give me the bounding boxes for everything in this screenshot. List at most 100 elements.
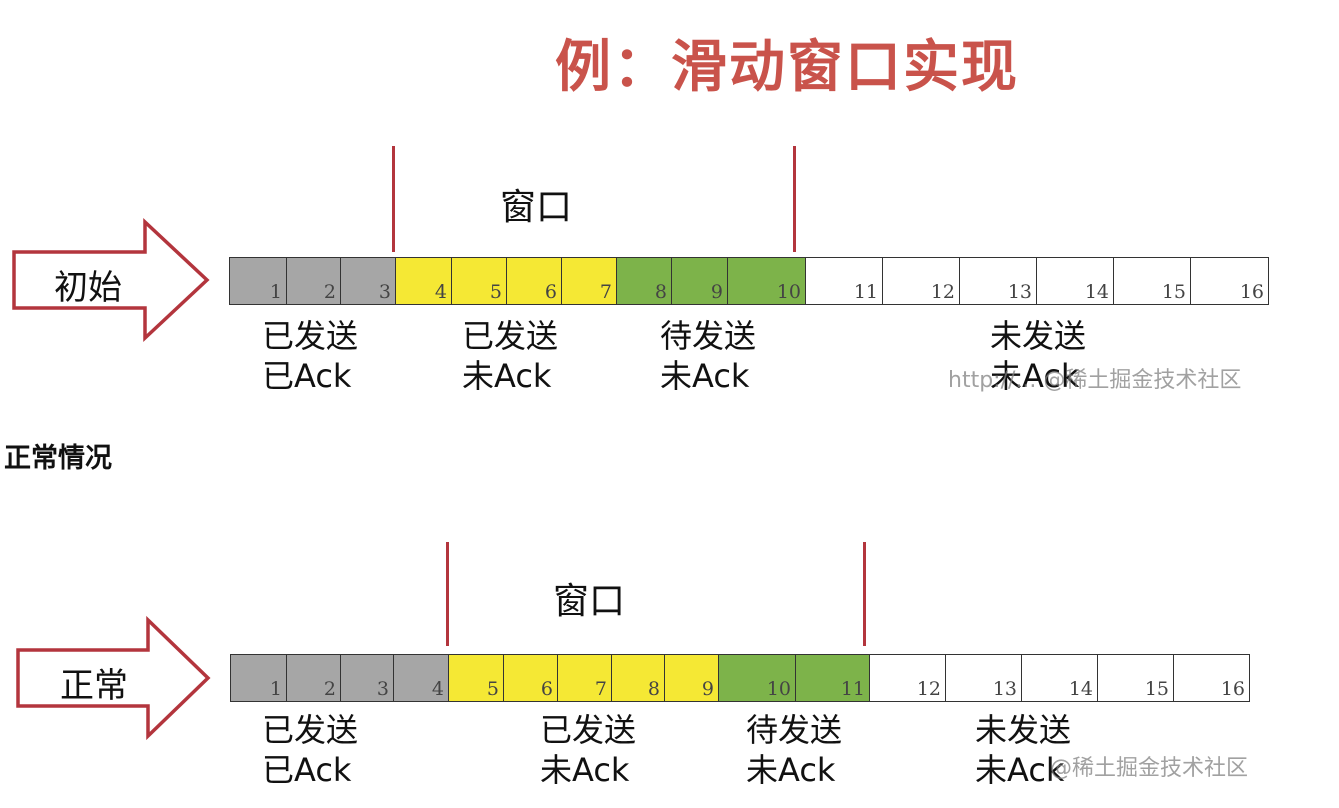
sequence-number: 6 (544, 281, 557, 303)
sequence-number: 13 (1007, 281, 1032, 303)
sequence-number: 12 (916, 678, 941, 700)
sequence-cell: 16 (1173, 654, 1250, 702)
sequence-cell: 7 (557, 654, 612, 702)
sequence-number: 5 (489, 281, 502, 303)
group-label-line2: 未Ack (746, 751, 836, 789)
window-label: 窗口 (553, 581, 626, 622)
group-label-line1: 已发送 (462, 317, 559, 355)
page-title: 例：滑动窗口实现 (555, 35, 1019, 100)
sequence-number: 7 (599, 281, 612, 303)
group-label-line2: 已Ack (262, 751, 352, 789)
sequence-number: 1 (269, 678, 282, 700)
sequence-cell: 3 (340, 654, 394, 702)
sequence-cell: 2 (286, 257, 341, 305)
group-label-line2: 未Ack (975, 751, 1065, 789)
sequence-number: 9 (710, 281, 723, 303)
sequence-number: 11 (853, 281, 878, 303)
sequence-number: 7 (594, 678, 607, 700)
group-label-line1: 未发送 (975, 711, 1072, 749)
group-label-not-sent: 未发送 未Ack (975, 710, 1071, 790)
sequence-cell: 5 (448, 654, 504, 702)
sequence-number: 3 (378, 281, 391, 303)
sequence-number: 10 (766, 678, 791, 700)
group-label-not-sent: 未发送 未Ack (990, 316, 1086, 396)
sequence-number: 13 (992, 678, 1017, 700)
sequence-cell: 7 (561, 257, 617, 305)
group-label-line1: 待发送 (746, 711, 843, 749)
right-arrow-icon (12, 217, 210, 343)
arrow-label: 初始 (54, 268, 122, 308)
sequence-number: 9 (701, 678, 714, 700)
group-label-line2: 未Ack (540, 751, 630, 789)
sequence-cell: 6 (506, 257, 562, 305)
sequence-cell: 5 (451, 257, 507, 305)
sequence-number: 1 (269, 281, 282, 303)
sequence-number: 15 (1144, 678, 1169, 700)
group-label-sent-unacked: 已发送 未Ack (540, 710, 636, 790)
group-label-sent-unacked: 已发送 未Ack (462, 316, 558, 396)
sequence-cell: 14 (1021, 654, 1098, 702)
sequence-cell: 10 (727, 257, 806, 305)
sequence-number: 2 (323, 281, 336, 303)
window-left-marker (392, 146, 395, 252)
group-label-line1: 未发送 (990, 317, 1087, 355)
sequence-cell: 13 (945, 654, 1022, 702)
sequence-number: 10 (776, 281, 801, 303)
sequence-cell: 4 (393, 654, 449, 702)
group-label-line2: 未Ack (660, 357, 750, 395)
group-label-line2: 已Ack (262, 357, 352, 395)
sequence-cell: 15 (1097, 654, 1174, 702)
window-label: 窗口 (500, 187, 573, 228)
sequence-number: 16 (1239, 281, 1264, 303)
sequence-number: 15 (1161, 281, 1186, 303)
group-label-line1: 待发送 (660, 317, 757, 355)
window-right-marker (793, 146, 796, 252)
group-label-sent-acked: 已发送 已Ack (262, 316, 358, 396)
sequence-cell: 4 (395, 257, 452, 305)
watermark: @稀土掘金技术社区 (1050, 756, 1249, 781)
arrow-label: 正常 (60, 666, 128, 706)
sequence-cell: 2 (286, 654, 341, 702)
group-label-line1: 已发送 (262, 711, 359, 749)
group-label-line1: 已发送 (262, 317, 359, 355)
window-left-marker (446, 542, 449, 646)
sequence-cell: 8 (611, 654, 665, 702)
section-heading: 正常情况 (4, 443, 112, 474)
sequence-cell: 9 (664, 654, 719, 702)
sequence-number: 3 (376, 678, 389, 700)
watermark: http://... @稀土掘金技术社区 (948, 368, 1242, 393)
sequence-cell: 10 (718, 654, 796, 702)
sequence-cell: 6 (503, 654, 558, 702)
right-arrow-icon (16, 615, 211, 741)
sequence-cell: 16 (1190, 257, 1269, 305)
sequence-cell: 15 (1113, 257, 1191, 305)
sequence-number: 11 (840, 678, 865, 700)
sequence-number: 16 (1220, 678, 1245, 700)
sequence-number: 6 (540, 678, 553, 700)
group-label-sent-acked: 已发送 已Ack (262, 710, 358, 790)
sequence-cell: 11 (805, 257, 883, 305)
sequence-cell: 9 (671, 257, 728, 305)
group-label-to-send: 待发送 未Ack (660, 316, 756, 396)
sequence-number: 4 (431, 678, 444, 700)
sequence-number: 4 (434, 281, 447, 303)
sequence-number: 8 (647, 678, 660, 700)
sequence-number: 5 (486, 678, 499, 700)
sequence-number: 12 (930, 281, 955, 303)
sequence-cell: 12 (869, 654, 946, 702)
group-label-line2: 未Ack (462, 357, 552, 395)
group-label-line1: 已发送 (540, 711, 637, 749)
sequence-cell: 11 (795, 654, 870, 702)
window-right-marker (863, 542, 866, 646)
sequence-cell: 1 (230, 654, 287, 702)
group-label-to-send: 待发送 未Ack (746, 710, 842, 790)
sequence-cell: 13 (959, 257, 1037, 305)
sequence-number: 14 (1068, 678, 1093, 700)
group-label-line2: 未Ack (990, 357, 1080, 395)
sequence-cell: 14 (1036, 257, 1114, 305)
sequence-number: 2 (323, 678, 336, 700)
